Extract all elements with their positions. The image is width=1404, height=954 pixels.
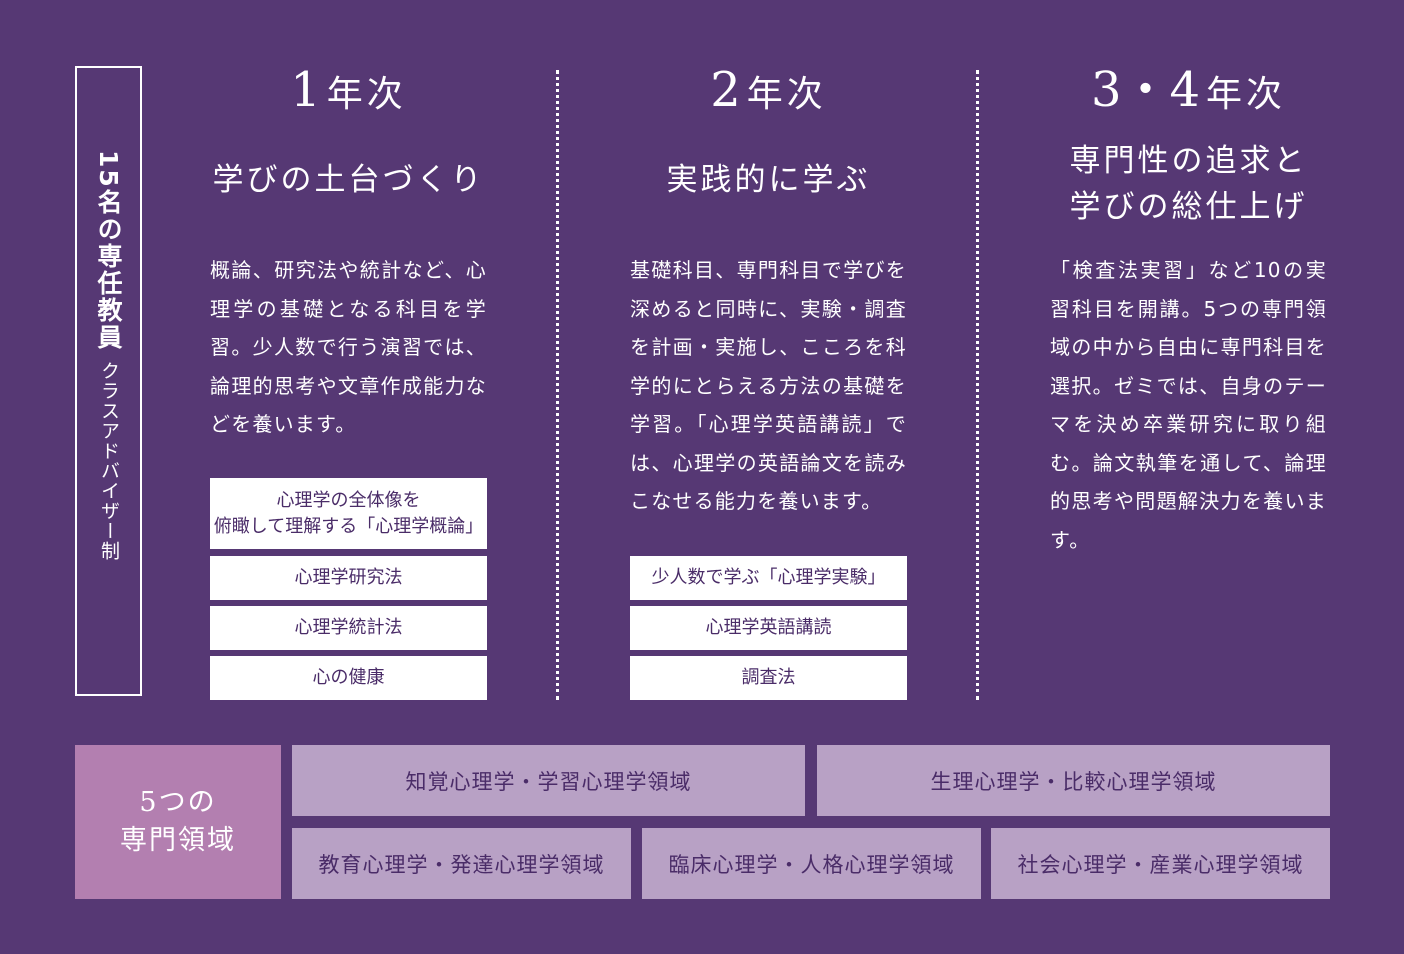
course-box: 調査法	[630, 656, 907, 700]
advisor-box: 15名の専任教員 クラスアドバイザー制	[75, 66, 142, 696]
course-box: 心理学統計法	[210, 606, 487, 650]
area-educational-developmental: 教育心理学・発達心理学領域	[292, 828, 631, 899]
course-box: 心理学の全体像を 俯瞰して理解する「心理学概論」	[210, 478, 487, 549]
column-body-3: 「検査法実習」など10の実習科目を開講。5つの専門領域の中から自由に専門科目を選…	[1050, 258, 1327, 552]
column-body-2: 基礎科目、専門科目で学びを深めると同時に、実験・調査を計画・実施し、こころを科学…	[630, 258, 907, 513]
faculty-count: 15名の専任教員	[94, 150, 123, 351]
course-box: 心理学英語講読	[630, 606, 907, 650]
area-social-industrial: 社会心理学・産業心理学領域	[991, 828, 1330, 899]
area-perception-learning: 知覚心理学・学習心理学領域	[292, 745, 805, 816]
column-divider	[976, 70, 979, 700]
column-subtitle-3: 専門性の追求と 学びの総仕上げ	[1069, 143, 1308, 225]
area-clinical-personality: 臨床心理学・人格心理学領域	[642, 828, 981, 899]
advisor-text: 15名の専任教員 クラスアドバイザー制	[77, 150, 140, 561]
column-subtitle-2: 実践的に学ぶ	[666, 162, 871, 198]
course-box: 心の健康	[210, 656, 487, 700]
specialty-areas-title: 5つの 専門領域	[75, 745, 281, 899]
area-physiological-comparative: 生理心理学・比較心理学領域	[817, 745, 1330, 816]
class-advisor-system: クラスアドバイザー制	[98, 360, 120, 561]
course-box: 心理学研究法	[210, 556, 487, 600]
column-body-1: 概論、研究法や統計など、心理学の基礎となる科目を学習。少人数で行う演習では、論理…	[210, 258, 487, 436]
column-divider	[556, 70, 559, 700]
course-box: 少人数で学ぶ「心理学実験」	[630, 556, 907, 600]
column-subtitle-1: 学びの土台づくり	[212, 162, 485, 198]
